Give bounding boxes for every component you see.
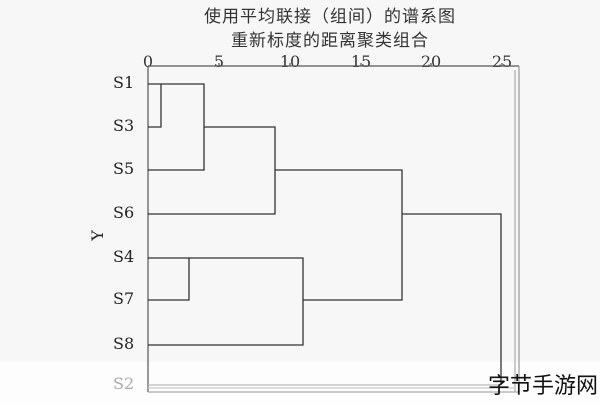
leaf-label-s8: S8 xyxy=(113,334,135,353)
leaf-label-s1: S1 xyxy=(113,73,135,92)
chart-title-line2: 重新标度的距离聚类组合 xyxy=(231,31,429,51)
leaf-label-s4: S4 xyxy=(113,247,135,266)
leaf-label-s6: S6 xyxy=(113,203,135,222)
x-tick-5: 5 xyxy=(213,52,225,71)
x-tick-0: 0 xyxy=(142,52,154,71)
leaf-label-s5: S5 xyxy=(113,159,135,178)
axis-frame xyxy=(147,63,520,393)
bottom-band xyxy=(0,362,600,403)
leaf-label-s2: S2 xyxy=(113,374,135,393)
leaf-label-s7: S7 xyxy=(113,289,135,308)
leaf-label-s3: S3 xyxy=(113,116,135,135)
watermark-text: 字节手游网 xyxy=(487,374,598,399)
chart-title-line1: 使用平均联接（组间）的谱系图 xyxy=(204,7,456,27)
dendrogram-branches xyxy=(148,83,502,386)
